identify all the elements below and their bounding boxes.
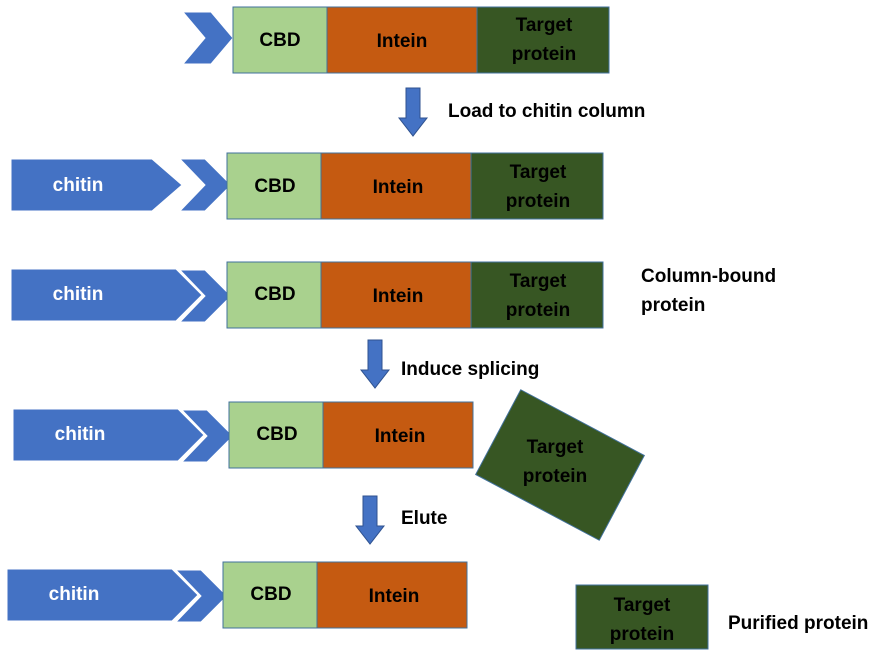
target-label-line2: protein <box>506 300 570 321</box>
target-protein-box <box>470 261 604 329</box>
cbd-box <box>232 6 328 74</box>
chitin-label: chitin <box>55 424 106 445</box>
down-arrow-icon <box>397 87 429 137</box>
chevron-tag <box>178 158 232 212</box>
chevron-tag <box>174 569 228 623</box>
intein-box <box>322 401 474 469</box>
intein-label: Intein <box>375 426 426 447</box>
column-bound-label-line1: Column-bound <box>641 266 776 287</box>
cbd-label: CBD <box>250 584 291 605</box>
row-fusion-protein: CBD Intein Target protein <box>181 6 610 74</box>
row-eluted: chitin CBD Intein <box>6 561 468 629</box>
target-label-line1: Target <box>614 595 671 616</box>
step-induce-label: Induce splicing <box>401 359 539 380</box>
row-splicing: chitin CBD Intein Target protein <box>12 389 646 541</box>
column-bound-label-line2: protein <box>641 295 705 316</box>
target-label-line1: Target <box>516 15 573 36</box>
target-protein-box <box>470 152 604 220</box>
target-label-line2: protein <box>512 44 576 65</box>
row-column-bound: chitin CBD Intein Target protein <box>10 261 604 329</box>
chitin-label: chitin <box>49 584 100 605</box>
cbd-label: CBD <box>254 284 295 305</box>
intein-label: Intein <box>373 286 424 307</box>
released-target-protein <box>474 389 646 541</box>
target-label-line2: protein <box>523 466 587 487</box>
chitin-bead <box>10 268 203 322</box>
intein-box <box>316 561 468 629</box>
chevron-tag <box>181 11 234 65</box>
target-protein-box <box>474 389 646 541</box>
target-protein-box <box>476 6 610 74</box>
intein-label: Intein <box>369 586 420 607</box>
target-protein-box <box>575 584 709 650</box>
target-label-line2: protein <box>506 191 570 212</box>
chevron-tag <box>178 269 232 323</box>
chitin-bead <box>6 568 199 622</box>
chevron-tag <box>180 409 234 463</box>
intein-box <box>326 6 478 74</box>
target-label-line1: Target <box>510 162 567 183</box>
chitin-label: chitin <box>53 284 104 305</box>
chitin-bead <box>10 158 183 212</box>
intein-label: Intein <box>377 31 428 52</box>
intein-box <box>320 152 472 220</box>
down-arrow-icon <box>354 495 386 545</box>
cbd-label: CBD <box>254 176 295 197</box>
intein-box <box>320 261 472 329</box>
target-label-line1: Target <box>510 271 567 292</box>
step-elute-label: Elute <box>401 508 447 529</box>
target-label-line2: protein <box>610 624 674 645</box>
down-arrow-icon <box>359 339 391 389</box>
purified-protein: Target protein <box>575 584 709 650</box>
cbd-label: CBD <box>256 424 297 445</box>
cbd-label: CBD <box>259 30 300 51</box>
cbd-box <box>226 152 322 220</box>
chitin-bead <box>12 408 205 462</box>
cbd-box <box>226 261 322 329</box>
target-label-line1: Target <box>527 437 584 458</box>
chitin-label: chitin <box>53 175 104 196</box>
cbd-box <box>222 561 318 629</box>
purified-protein-label: Purified protein <box>728 613 868 634</box>
cbd-box <box>228 401 324 469</box>
step-load-label: Load to chitin column <box>448 101 645 122</box>
row-approach-chitin: chitin CBD Intein Target protein <box>10 152 604 220</box>
intein-label: Intein <box>373 177 424 198</box>
